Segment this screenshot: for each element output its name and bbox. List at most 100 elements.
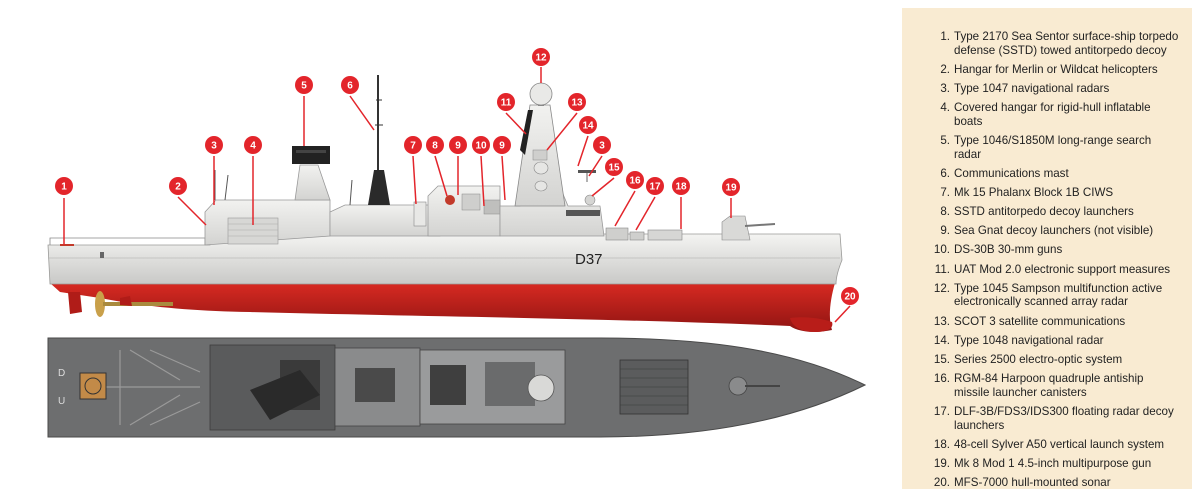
legend-item: 5.Type 1046/S1850M long-range search rad…	[914, 134, 1180, 161]
callout-number: 7	[410, 141, 416, 152]
legend-item-number: 13.	[933, 314, 950, 328]
legend-item-number: 5.	[940, 133, 950, 147]
main-gun	[721, 215, 751, 241]
callout-marker: 16	[626, 171, 644, 189]
satcom-dome-2	[534, 180, 548, 192]
long-range-radar	[292, 146, 330, 164]
callout-marker: 18	[672, 177, 690, 195]
callout-circle	[841, 287, 859, 305]
legend-item-text: Communications mast	[954, 166, 1069, 180]
callout-number: 1	[61, 182, 67, 193]
callout-circle	[205, 136, 223, 154]
callout-marker: 13	[568, 93, 586, 111]
propeller	[95, 291, 105, 317]
callout-number: 12	[535, 53, 547, 64]
callout-number: 15	[608, 163, 620, 174]
legend-item-text: Covered hangar for rigid-hull inflatable…	[954, 101, 1151, 128]
legend-item: 19.Mk 8 Mod 1 4.5-inch multipurpose gun	[914, 457, 1180, 471]
bridge-windows	[566, 210, 600, 216]
legend-item-text: SSTD antitorpedo decoy launchers	[954, 205, 1134, 219]
callout-circle	[295, 76, 313, 94]
legend-item-text: Sea Gnat decoy launchers (not visible)	[954, 224, 1154, 238]
legend-item-number: 16.	[933, 372, 950, 386]
legend-item: 4.Covered hangar for rigid-hull inflatab…	[914, 101, 1180, 128]
legend-item: 17.DLF-3B/FDS3/IDS300 floating radar dec…	[914, 405, 1180, 432]
mid-superstructure	[329, 204, 441, 237]
callout-circle	[722, 178, 740, 196]
rudder	[68, 292, 82, 314]
callout-marker: 19	[722, 178, 740, 196]
legend-item-number: 15.	[933, 353, 950, 366]
legend-item-number: 12.	[933, 281, 950, 295]
legend-item-number: 18.	[933, 437, 950, 451]
legend-panel: 1.Type 2170 Sea Sentor surface-ship torp…	[902, 8, 1192, 489]
flight-deck-rail	[49, 237, 206, 245]
legend-item: 13. SCOT 3 satellite communications	[914, 315, 1180, 329]
legend-item-number: 6.	[940, 166, 950, 180]
callout-marker: 20	[841, 287, 859, 305]
callout-number: 3	[599, 141, 605, 152]
callout-circle	[55, 177, 73, 195]
sampson-radar	[529, 82, 553, 106]
legend-item: 9.Sea Gnat decoy launchers (not visible)	[914, 224, 1180, 238]
callout-number: 5	[301, 81, 307, 92]
callout-marker: 5	[295, 76, 313, 94]
pennant-number: D37	[575, 251, 603, 268]
legend-item-text: Series 2500 electro-optic system	[954, 353, 1123, 366]
legend-item-text: Type 1047 navigational radars	[954, 81, 1110, 95]
callout-number: 6	[347, 81, 353, 92]
callout-circle	[579, 116, 597, 134]
legend-item-number: 7.	[940, 185, 950, 199]
legend-item-text: MFS-7000 hull-mounted sonar	[954, 476, 1111, 490]
legend-item-number: 11.	[934, 262, 950, 276]
callout-number: 14	[582, 121, 594, 132]
landing-spot	[79, 372, 107, 400]
legend-item: 12. Type 1045 Sampson multifunction activ…	[914, 282, 1180, 309]
callout-circle	[626, 171, 644, 189]
callout-number: 19	[725, 183, 737, 194]
callout-number: 9	[499, 141, 505, 152]
callout-marker: 10	[472, 136, 490, 154]
decoy-launchers	[629, 231, 645, 241]
callout-marker: 15	[605, 158, 623, 176]
legend-item-text: 48-cell Sylver A50 vertical launch syste…	[954, 437, 1165, 451]
callout-marker: 7	[404, 136, 422, 154]
legend-item-text: Mk 15 Phalanx Block 1B CIWS	[954, 185, 1114, 199]
callout-circle	[472, 136, 490, 154]
callout-marker: 1	[55, 177, 73, 195]
legend-item: 8.SSTD antitorpedo decoy launchers	[914, 205, 1180, 219]
callout-number: 11	[501, 98, 512, 109]
propeller-shaft	[103, 302, 173, 306]
legend-item: 14.Type 1048 navigational radar	[914, 334, 1180, 348]
towed-decoy	[120, 296, 132, 306]
callout-circle	[593, 136, 611, 154]
harpoon-launchers	[605, 227, 629, 241]
callout-circle	[404, 136, 422, 154]
legend-item-text: SCOT 3 satellite communications	[954, 314, 1126, 328]
upper-hull	[47, 233, 843, 285]
legend-item-number: 17.	[933, 404, 950, 418]
callout-circle	[169, 177, 187, 195]
top-view: D U	[47, 337, 867, 438]
callout-number: 13	[571, 98, 583, 109]
eo-system	[584, 194, 596, 206]
callout-number: 3	[211, 141, 217, 152]
callout-marker: 2	[169, 177, 187, 195]
leader-lines	[63, 67, 851, 323]
ship-diagram: D37 D U	[47, 48, 867, 438]
callout-marker: 17	[646, 177, 664, 195]
gun-top	[728, 376, 748, 396]
legend-item: 10.DS-30B 30-mm guns	[914, 243, 1180, 257]
legend-item-text: Type 2170 Sea Sentor surface-ship torped…	[954, 30, 1179, 57]
gun-barrel	[744, 223, 776, 227]
legend-list: 1.Type 2170 Sea Sentor surface-ship torp…	[914, 30, 1180, 490]
legend-item-number: 2.	[940, 62, 950, 76]
legend-item: 15. Series 2500 electro-optic system	[914, 353, 1180, 367]
callout-marker: 9	[493, 136, 511, 154]
callout-circle	[497, 93, 515, 111]
vls	[647, 229, 683, 241]
esm-antenna	[520, 110, 533, 155]
legend-item-text: Hangar for Merlin or Wildcat helicopters	[954, 62, 1158, 76]
legend-item-text: Type 1045 Sampson multifunction active e…	[954, 281, 1163, 309]
